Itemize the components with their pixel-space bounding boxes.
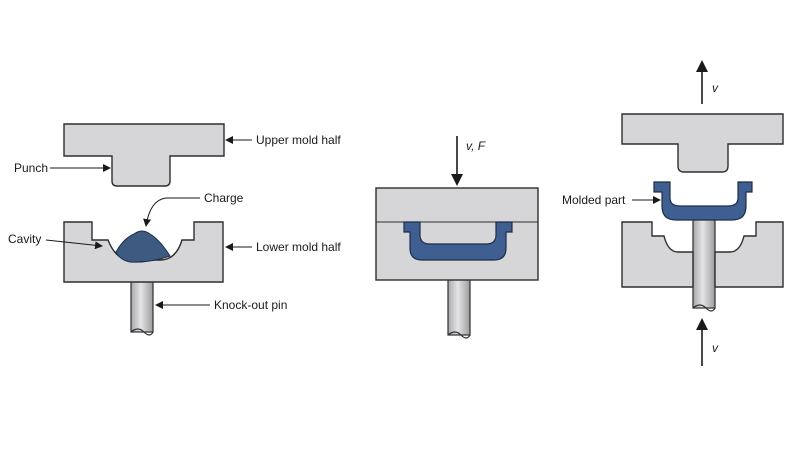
label-knock-out-pin: Knock-out pin (214, 298, 287, 312)
label-v-top: v (712, 81, 719, 95)
knock-out-pin-3 (692, 217, 716, 312)
label-cavity: Cavity (8, 232, 41, 246)
label-v-f: v, F (466, 139, 486, 153)
molded-part-in-mold (403, 221, 513, 261)
label-punch: Punch (14, 161, 48, 175)
label-molded-part: Molded part (562, 193, 626, 207)
molded-part-ejected (653, 181, 753, 221)
lower-mold-half-3 (621, 221, 784, 288)
leader-cavity (45, 239, 103, 250)
stage-3-ejection: v Molded part v (562, 60, 784, 366)
stage-1-open-mold: Upper mold half Punch Charge Cavity Lowe… (8, 123, 341, 336)
closed-mold-block (375, 187, 539, 281)
label-upper-mold-half: Upper mold half (256, 133, 341, 147)
label-charge: Charge (204, 191, 244, 205)
leader-charge (143, 197, 200, 227)
upper-mold-half-3 (621, 113, 784, 173)
label-lower-mold-half: Lower mold half (256, 240, 341, 254)
upper-mold-half-1 (63, 123, 225, 187)
stage-2-closed-mold: v, F (375, 136, 539, 339)
label-v-bottom: v (712, 341, 719, 355)
lower-mold-half-1 (63, 221, 224, 283)
charge-material (115, 230, 171, 263)
